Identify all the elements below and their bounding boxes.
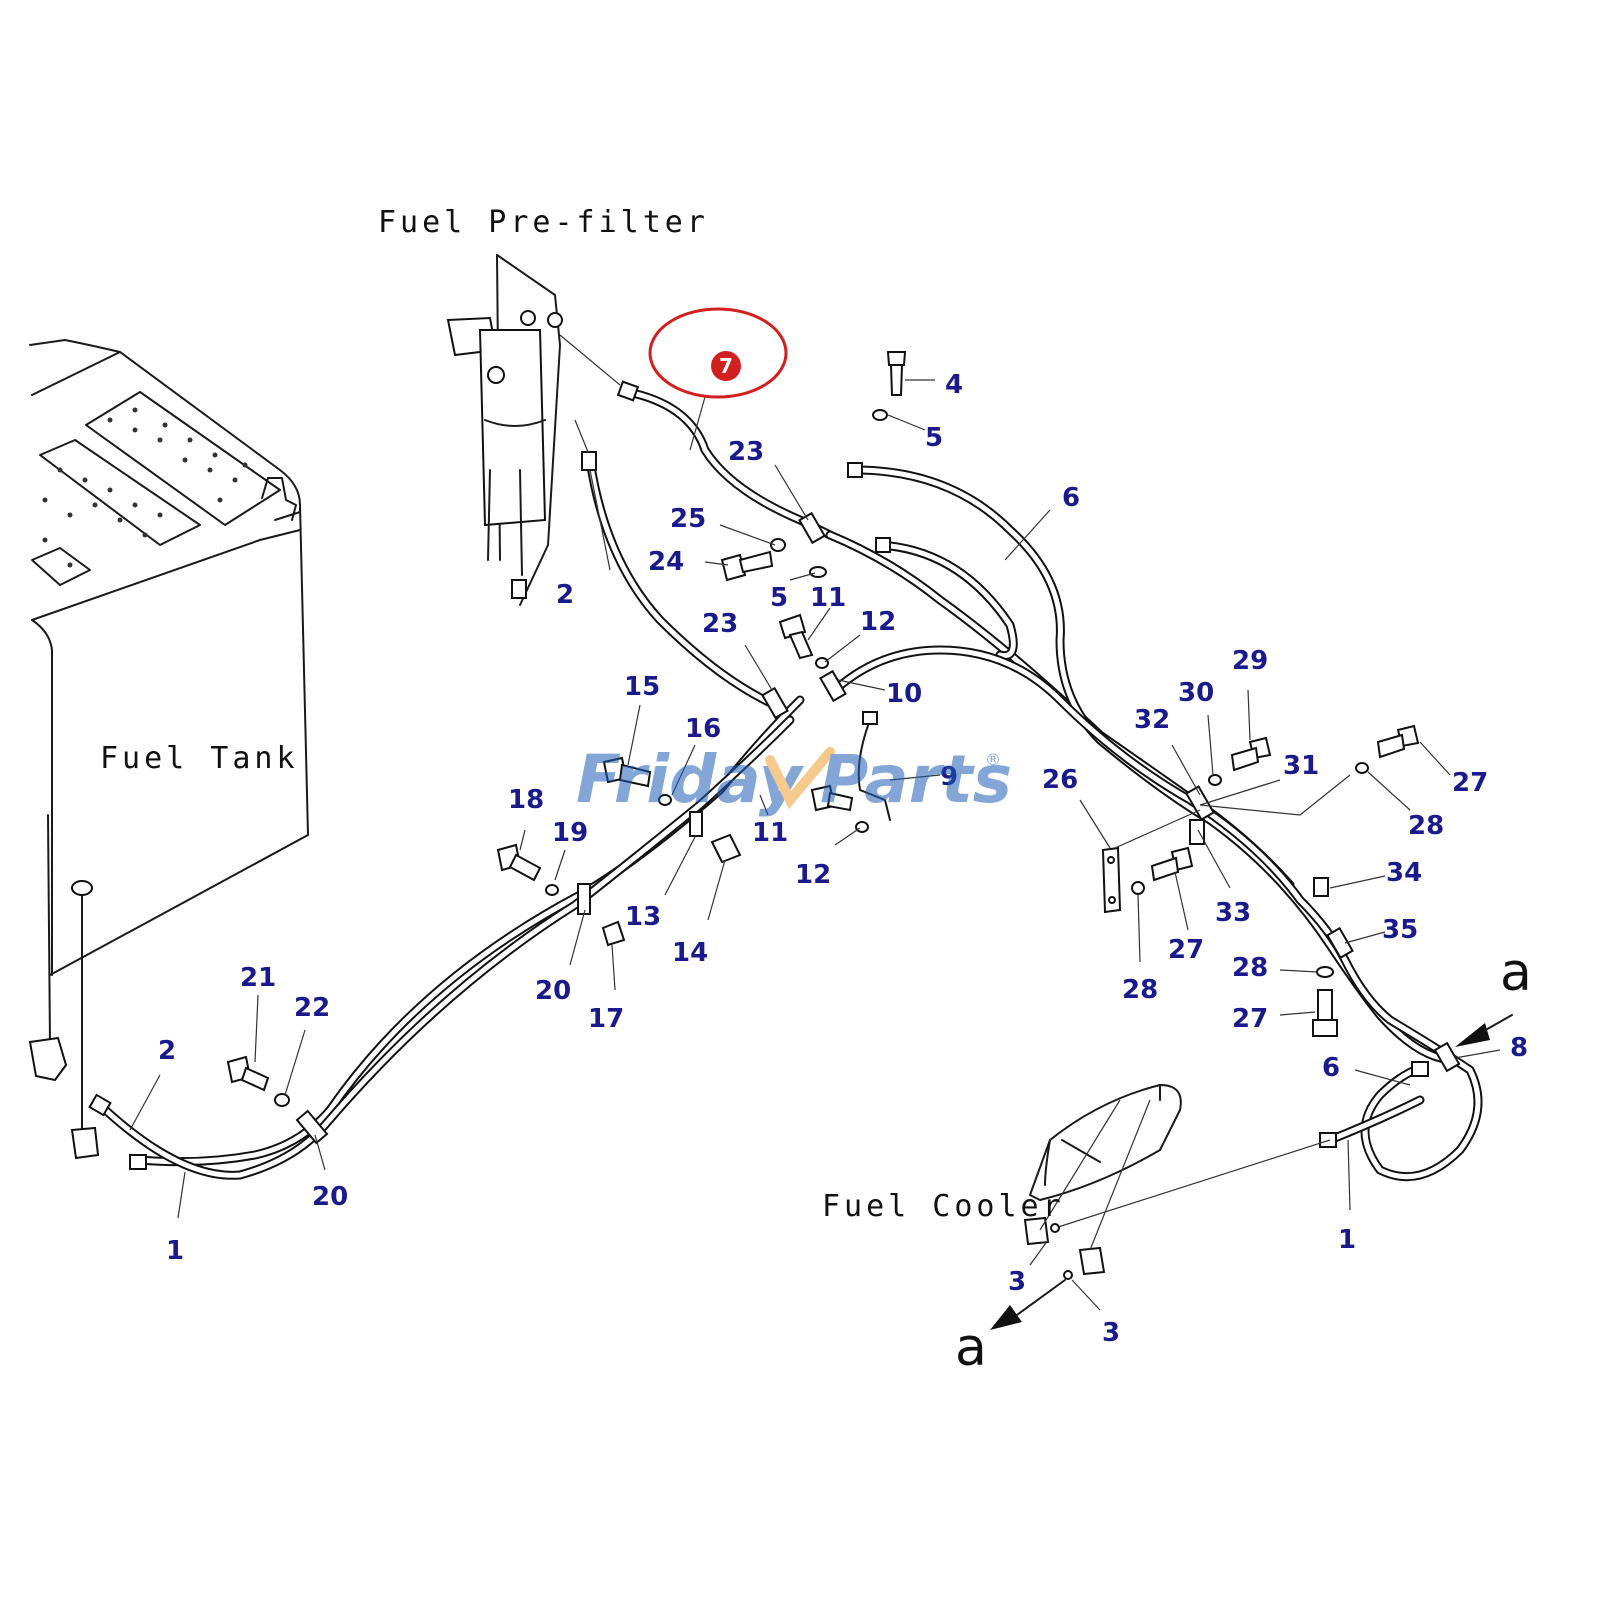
callout-10: 10: [886, 679, 922, 709]
view-arrow-a-bottom: a: [955, 1279, 1066, 1378]
callout-2: 2: [556, 580, 574, 610]
callout-1: 1: [166, 1236, 184, 1266]
callout-27: 27: [1232, 1004, 1268, 1034]
hardware-parts: [226, 351, 1420, 1107]
callout-9: 9: [940, 762, 958, 792]
hose-network: [88, 380, 1483, 1182]
callout-16: 16: [685, 714, 721, 744]
perforation-dots: [42, 407, 248, 568]
callout-31: 31: [1283, 751, 1319, 781]
callout-20: 20: [535, 976, 571, 1006]
callout-35: 35: [1382, 915, 1418, 945]
callout-34: 34: [1386, 858, 1422, 888]
callout-20: 20: [312, 1182, 348, 1212]
callout-29: 29: [1232, 646, 1268, 676]
callout-25: 25: [670, 504, 706, 534]
callout-14: 14: [672, 938, 708, 968]
callout-22: 22: [294, 993, 330, 1023]
callout-30: 30: [1178, 678, 1214, 708]
fuel-cooler-assembly: [1023, 1084, 1182, 1276]
highlight-number: 7: [719, 354, 733, 378]
callout-33: 33: [1215, 898, 1251, 928]
callout-numbers: 4 5 6 23 25 24 5 11 2 23 12 10 15 16 9 1…: [158, 370, 1528, 1348]
watermark-registered: ®: [985, 750, 1001, 769]
callout-15: 15: [624, 672, 660, 702]
callout-27: 27: [1452, 768, 1488, 798]
callout-28: 28: [1122, 975, 1158, 1005]
highlight-badge: [711, 351, 741, 381]
fuel-prefilter-assembly: [446, 254, 563, 606]
highlight-circle: [648, 307, 788, 399]
watermark: Friday Parts ®: [576, 741, 1012, 818]
callout-28: 28: [1232, 953, 1268, 983]
callout-32: 32: [1134, 705, 1170, 735]
callout-2: 2: [158, 1036, 176, 1066]
fuel-tank-label: Fuel Tank: [100, 741, 299, 776]
view-marker-a-top: a: [1500, 943, 1532, 1003]
callout-24: 24: [648, 547, 684, 577]
view-marker-a-bottom: a: [955, 1318, 987, 1378]
view-arrow-a-top: a: [1455, 943, 1532, 1047]
watermark-brand-part2: Parts: [820, 741, 1012, 818]
watermark-swoosh-icon: [765, 747, 835, 810]
fuel-cooler-label: Fuel Cooler: [822, 1189, 1065, 1224]
fuel-prefilter-label: Fuel Pre-filter: [378, 205, 709, 240]
callout-23: 23: [728, 437, 764, 467]
callout-5: 5: [925, 423, 943, 453]
callout-28: 28: [1408, 811, 1444, 841]
callout-13: 13: [625, 902, 661, 932]
callout-27: 27: [1168, 935, 1204, 965]
callout-6: 6: [1062, 483, 1080, 513]
callout-12: 12: [795, 860, 831, 890]
highlight-part-7: 7: [648, 307, 788, 399]
callout-12: 12: [860, 607, 896, 637]
leader-lines: [129, 334, 1501, 1311]
callout-21: 21: [240, 963, 276, 993]
callout-6: 6: [1322, 1053, 1340, 1083]
callout-1: 1: [1338, 1225, 1356, 1255]
callout-11: 11: [810, 583, 846, 613]
callout-4: 4: [945, 370, 963, 400]
callout-23: 23: [702, 609, 738, 639]
callout-3: 3: [1102, 1318, 1120, 1348]
callout-3: 3: [1008, 1267, 1026, 1297]
callout-19: 19: [552, 818, 588, 848]
fuel-tank-outline: [28, 339, 309, 1160]
callout-18: 18: [508, 785, 544, 815]
callout-8: 8: [1510, 1033, 1528, 1063]
callout-5: 5: [770, 583, 788, 613]
callout-17: 17: [588, 1004, 624, 1034]
callout-26: 26: [1042, 765, 1078, 795]
watermark-brand-part1: Friday: [576, 741, 805, 818]
callout-11: 11: [752, 818, 788, 848]
